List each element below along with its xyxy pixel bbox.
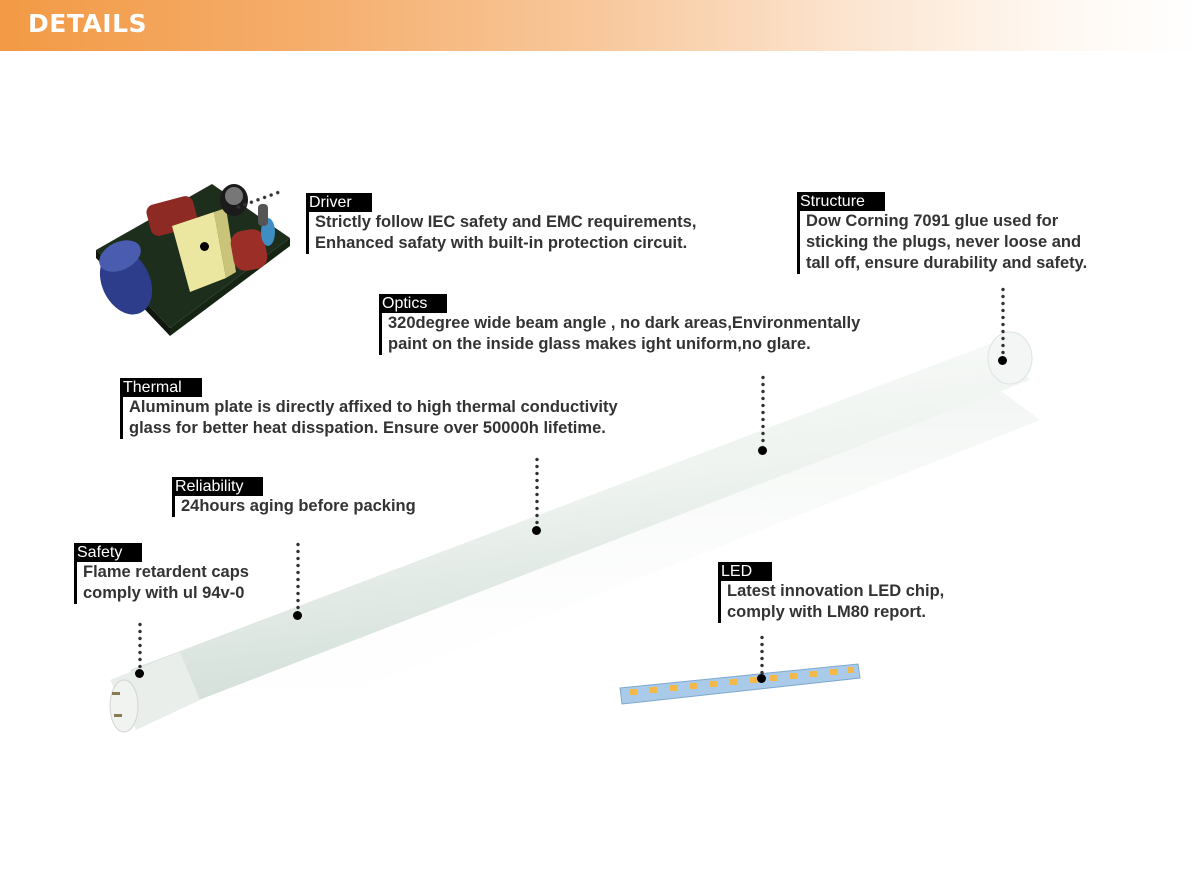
callout-line: Enhanced safaty with built-in protection… [315, 234, 688, 252]
callout-line: Flame retardent caps [83, 563, 249, 581]
led-strip-image [619, 663, 861, 705]
callout-label-safety: Safety [74, 543, 143, 562]
callout-line: Strictly follow IEC safety and EMC requi… [315, 213, 697, 231]
thermal-pointer-dot [532, 526, 541, 535]
page-title: DETAILS [28, 9, 148, 38]
reliability-pointer-dot [293, 611, 302, 620]
callout-label-led: LED [718, 562, 773, 581]
structure-pointer-dot [998, 356, 1007, 365]
led-pointer-dot [757, 674, 766, 683]
callout-body-structure: Dow Corning 7091 glue used for sticking … [797, 211, 1087, 274]
driver-pointer-dot [200, 242, 209, 251]
structure-pointer-line [1001, 286, 1005, 356]
callout-line: comply with ul 94v-0 [83, 584, 245, 602]
callout-body-led: Latest innovation LED chip, comply with … [718, 581, 944, 623]
callout-label-thermal: Thermal [120, 378, 202, 397]
callout-driver: Driver Strictly follow IEC safety and EM… [306, 193, 696, 254]
callout-reliability: Reliability 24hours aging before packing [172, 477, 416, 517]
callout-optics: Optics 320degree wide beam angle , no da… [379, 294, 860, 355]
callout-thermal: Thermal Aluminum plate is directly affix… [120, 378, 618, 439]
callout-body-safety: Flame retardent caps comply with ul 94v-… [74, 562, 249, 604]
callout-structure: Structure Dow Corning 7091 glue used for… [797, 192, 1087, 274]
callout-line: glass for better heat disspation. Ensure… [129, 419, 606, 437]
callout-body-reliability: 24hours aging before packing [172, 496, 416, 517]
callout-line: Latest innovation LED chip, [727, 582, 945, 600]
optics-pointer-line [761, 374, 765, 446]
callout-body-optics: 320degree wide beam angle , no dark area… [379, 313, 860, 355]
callout-led: LED Latest innovation LED chip, comply w… [718, 562, 944, 623]
callout-line: Dow Corning 7091 glue used for [806, 212, 1059, 230]
thermal-pointer-line [535, 456, 539, 526]
callout-line: sticking the plugs, never loose and [806, 233, 1082, 251]
callout-label-reliability: Reliability [172, 477, 264, 496]
callout-line: comply with LM80 report. [727, 603, 926, 621]
callout-label-optics: Optics [379, 294, 448, 313]
callout-line: tall off, ensure durability and safety. [806, 254, 1088, 272]
safety-pointer-dot [135, 669, 144, 678]
optics-pointer-dot [758, 446, 767, 455]
callout-body-thermal: Aluminum plate is directly affixed to hi… [120, 397, 618, 439]
safety-pointer-line [138, 621, 142, 669]
callout-label-driver: Driver [306, 193, 372, 212]
callout-body-driver: Strictly follow IEC safety and EMC requi… [306, 212, 696, 254]
callout-line: paint on the inside glass makes ight uni… [388, 335, 811, 353]
header-banner: DETAILS [0, 0, 1200, 51]
callout-line: 24hours aging before packing [181, 497, 416, 515]
led-tube-image [109, 331, 1040, 760]
driver-board-image [96, 184, 290, 336]
callout-safety: Safety Flame retardent caps comply with … [74, 543, 249, 604]
reliability-pointer-line [296, 541, 300, 611]
led-pointer-line [760, 634, 764, 674]
callout-line: 320degree wide beam angle , no dark area… [388, 314, 861, 332]
callout-line: Aluminum plate is directly affixed to hi… [129, 398, 618, 416]
callout-label-structure: Structure [797, 192, 885, 211]
